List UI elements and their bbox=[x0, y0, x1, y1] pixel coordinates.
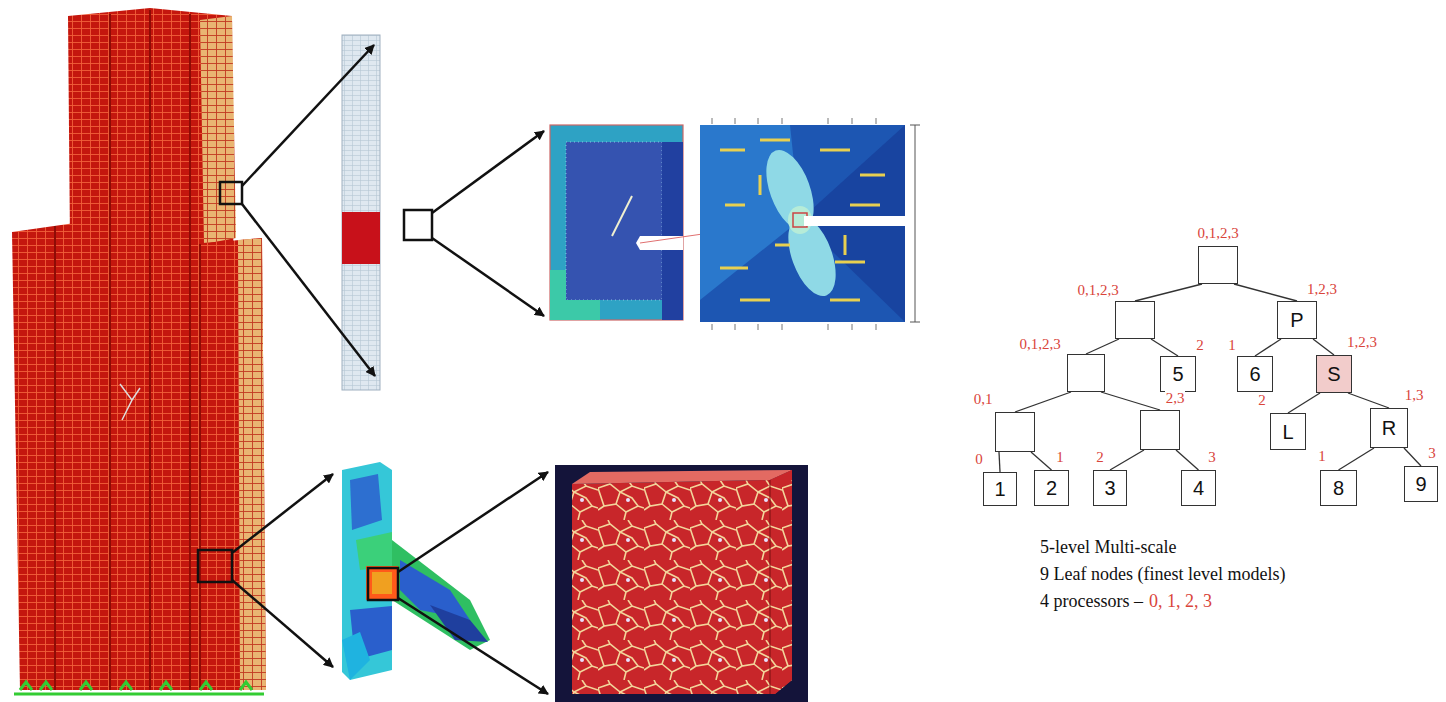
tree-node-box: 2L bbox=[1270, 413, 1306, 450]
tree-edge bbox=[1404, 448, 1421, 466]
tree-edge bbox=[1348, 393, 1389, 408]
processor-label: 1,2,3 bbox=[1346, 335, 1378, 351]
processor-label: 2 bbox=[1195, 338, 1205, 354]
node-label: P bbox=[1290, 310, 1303, 330]
tree-edge bbox=[1288, 393, 1320, 413]
tree-edge bbox=[1176, 450, 1199, 470]
processor-label: 2 bbox=[1257, 393, 1267, 409]
steel-connection-model bbox=[342, 462, 490, 680]
node-label: S bbox=[1327, 364, 1340, 384]
zoom-box bbox=[198, 182, 432, 600]
tree-edge bbox=[1151, 339, 1178, 356]
processor-label: 1,2,3 bbox=[1306, 282, 1338, 298]
tree-edge bbox=[1135, 284, 1202, 301]
tree-edge bbox=[1313, 339, 1334, 355]
zoom-arrows bbox=[232, 45, 548, 694]
caption-note: 9 Leaf nodes (finest level models) bbox=[1040, 565, 1285, 585]
tree-node-box: 2,3 bbox=[1140, 410, 1180, 450]
tree-node-box: 0,1 bbox=[995, 412, 1035, 452]
tree-node-box: 1,2,3P bbox=[1277, 301, 1317, 339]
node-label: 1 bbox=[994, 479, 1005, 499]
tree-node-box: 25 bbox=[1160, 356, 1196, 392]
node-label: 3 bbox=[1104, 478, 1115, 498]
processor-label: 0,1,2,3 bbox=[1196, 226, 1239, 242]
processor-label: 3 bbox=[1427, 446, 1437, 462]
tree-edge bbox=[1110, 450, 1144, 470]
concrete-mesostructure-cube bbox=[555, 465, 808, 702]
processor-label: 0,1,2,3 bbox=[1076, 283, 1119, 299]
tree-node-box: 16 bbox=[1237, 356, 1273, 392]
processor-label: 0 bbox=[974, 452, 984, 468]
tree-node-box: 12 bbox=[1034, 470, 1069, 506]
tree-edge bbox=[1015, 392, 1071, 412]
caption-note: 5-level Multi-scale bbox=[1040, 538, 1176, 558]
tree-edge bbox=[1101, 392, 1160, 410]
tree-edge bbox=[999, 452, 1000, 472]
caption-note: 4 processors – bbox=[1040, 592, 1143, 612]
processor-label: 1 bbox=[1227, 338, 1237, 354]
processor-label: 2 bbox=[1095, 450, 1105, 466]
tree-edge bbox=[1234, 284, 1297, 301]
tree-node-box: 0,1,2,3 bbox=[1067, 354, 1105, 392]
processor-label: 1,3 bbox=[1404, 388, 1425, 404]
crack-detail-panel bbox=[700, 118, 920, 330]
tree-node-box: 0,1,2,3 bbox=[1198, 246, 1238, 284]
node-label: 2 bbox=[1046, 478, 1057, 498]
node-label: 6 bbox=[1249, 364, 1260, 384]
processor-label: 1 bbox=[1317, 449, 1327, 465]
tree-node-box: 1,3R bbox=[1370, 408, 1408, 448]
processor-label: 0,1,2,3 bbox=[1018, 337, 1061, 353]
tree-node-box: 18 bbox=[1320, 470, 1357, 506]
tree-edge bbox=[1255, 339, 1281, 356]
tree-edge bbox=[1031, 452, 1052, 470]
tree-edge bbox=[1339, 448, 1375, 470]
node-label: R bbox=[1382, 418, 1396, 438]
processor-label: 2,3 bbox=[1165, 391, 1186, 407]
tree-node-box: 01 bbox=[983, 472, 1017, 506]
tree-node-box: 34 bbox=[1181, 470, 1216, 506]
building-model bbox=[12, 8, 266, 694]
node-label: 5 bbox=[1172, 364, 1183, 384]
tree-node-box: 39 bbox=[1404, 466, 1438, 502]
node-label: 4 bbox=[1193, 478, 1204, 498]
node-label: L bbox=[1282, 422, 1293, 442]
processor-label: 3 bbox=[1207, 450, 1217, 466]
node-label: 9 bbox=[1415, 474, 1426, 494]
caption-note: 0, 1, 2, 3 bbox=[1149, 592, 1212, 612]
processor-label: 1 bbox=[1055, 450, 1065, 466]
column-model bbox=[342, 35, 380, 390]
processor-label: 0,1 bbox=[973, 392, 994, 408]
tree-node-box: 23 bbox=[1093, 470, 1127, 506]
tree-node-box: 1,2,3S bbox=[1316, 355, 1352, 393]
node-label: 8 bbox=[1333, 478, 1344, 498]
tree-node-box: 0,1,2,3 bbox=[1115, 301, 1155, 339]
tree-edge bbox=[1086, 339, 1119, 354]
